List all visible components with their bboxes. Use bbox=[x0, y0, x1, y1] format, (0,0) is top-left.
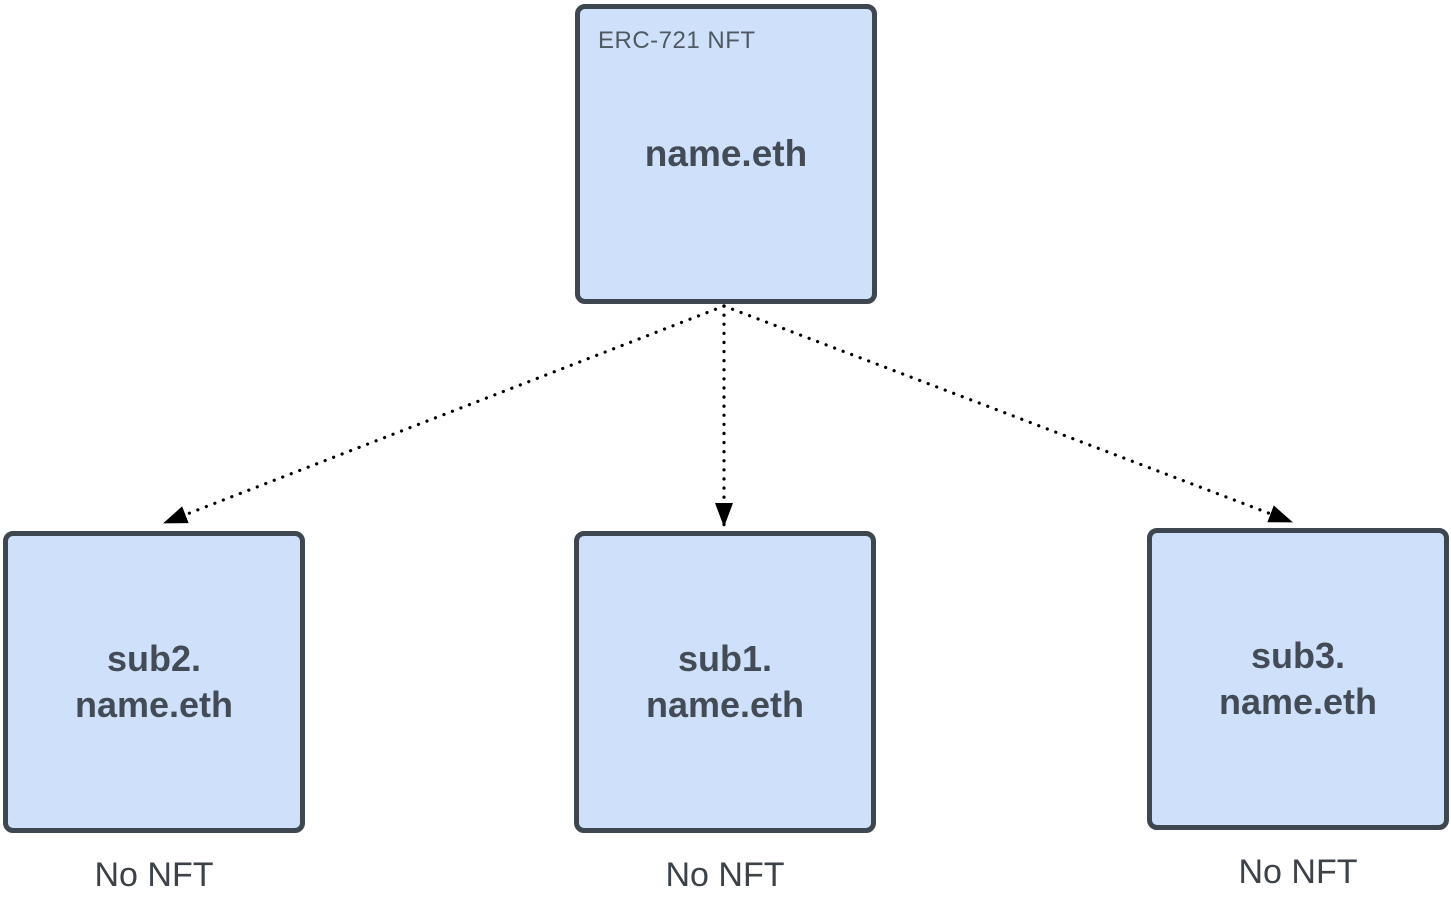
node-name-eth-label: name.eth bbox=[644, 133, 808, 174]
edge-root-to-sub3 bbox=[722, 304, 1294, 524]
node-type-tag: ERC-721 NFT bbox=[598, 27, 756, 54]
caption-sub1-no-nft: No NFT bbox=[665, 856, 785, 894]
edge-root-to-sub2 bbox=[162, 304, 726, 525]
node-sub3-label: sub3. name.eth bbox=[1219, 633, 1377, 725]
caption-sub3-no-nft: No NFT bbox=[1238, 853, 1358, 891]
node-name-eth: ERC-721 NFT name.eth bbox=[575, 4, 877, 304]
node-sub1-name-eth: sub1. name.eth bbox=[574, 531, 876, 833]
node-sub1-label-line2: name.eth bbox=[645, 684, 805, 725]
caption-sub2-no-nft: No NFT bbox=[94, 856, 214, 894]
node-sub2-label: sub2. name.eth bbox=[75, 636, 233, 728]
node-sub3-label-line1: sub3. bbox=[1250, 634, 1345, 676]
node-sub1-label-line1: sub1. bbox=[677, 637, 772, 679]
node-sub2-label-line2: name.eth bbox=[74, 684, 234, 725]
node-sub2-label-line1: sub2. bbox=[106, 637, 201, 679]
node-sub1-label: sub1. name.eth bbox=[646, 636, 804, 728]
node-sub2-name-eth: sub2. name.eth bbox=[3, 531, 305, 833]
node-sub3-label-line2: name.eth bbox=[1218, 681, 1378, 722]
node-sub3-name-eth: sub3. name.eth bbox=[1147, 528, 1449, 830]
